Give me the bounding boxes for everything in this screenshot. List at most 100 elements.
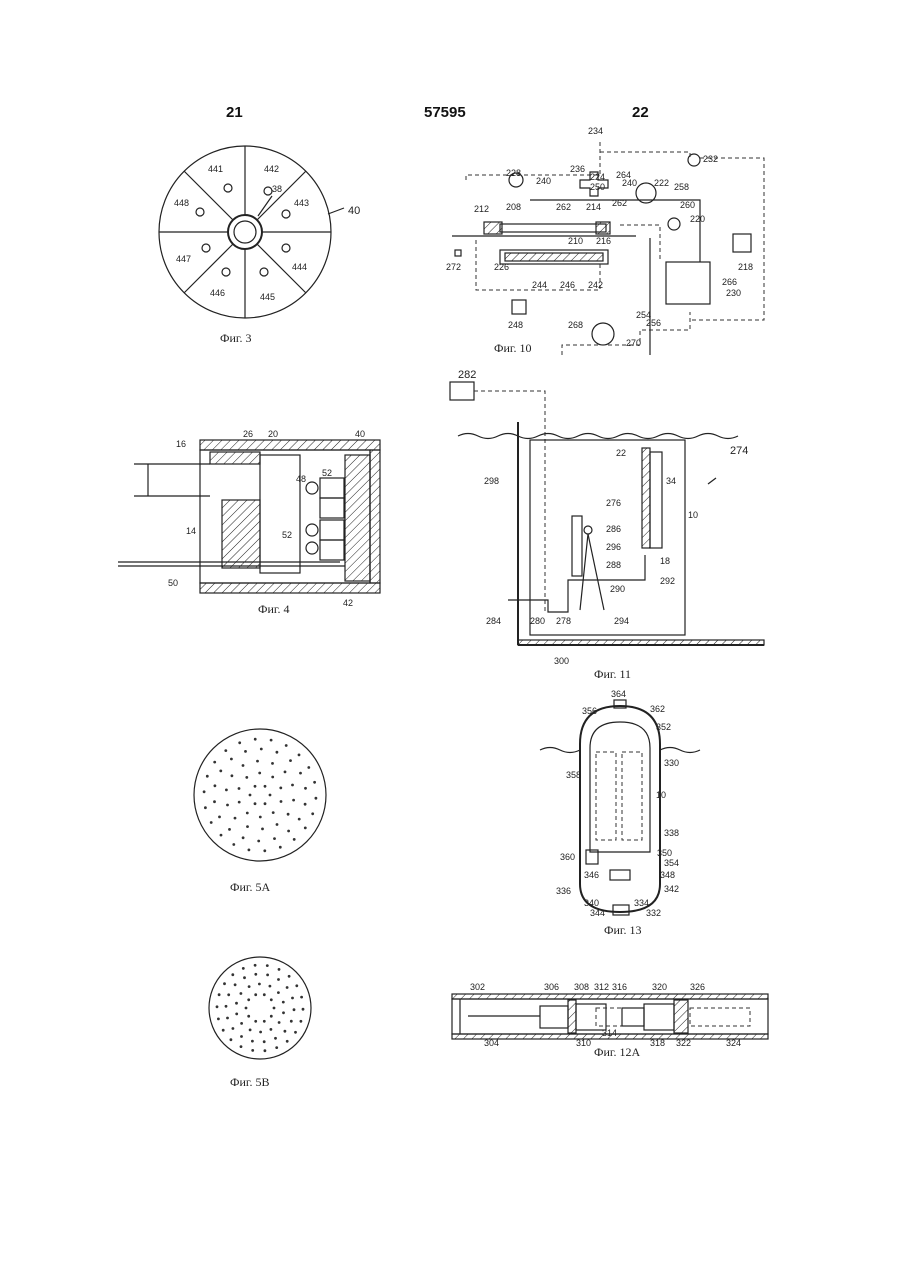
fig10-label: 236 xyxy=(570,164,585,174)
perforation-hole xyxy=(289,759,292,762)
perforation-hole xyxy=(223,982,226,985)
perforation-hole xyxy=(234,983,237,986)
fig10-label: 210 xyxy=(568,236,583,246)
fig10-label: 272 xyxy=(446,262,461,272)
perforation-hole xyxy=(248,985,251,988)
fig3-label: 40 xyxy=(348,205,360,217)
perforation-hole xyxy=(284,771,287,774)
perforation-hole xyxy=(206,775,209,778)
perforation-hole xyxy=(240,992,243,995)
perforation-hole xyxy=(246,825,249,828)
fig11-label: 288 xyxy=(606,560,621,570)
fig13-label: 354 xyxy=(664,858,679,868)
fig4-label: 42 xyxy=(343,598,353,608)
fig10-label: 260 xyxy=(680,200,695,210)
fig12a-label: 322 xyxy=(676,1038,691,1048)
fig3-label: 447 xyxy=(176,254,191,264)
perforation-hole xyxy=(251,1040,254,1043)
perforation-hole xyxy=(269,985,272,988)
perforation-hole xyxy=(278,968,281,971)
perforation-hole xyxy=(273,837,276,840)
fig12a-label: 314 xyxy=(602,1028,617,1038)
perforation-hole xyxy=(291,784,294,787)
fig12a-label: 316 xyxy=(612,982,627,992)
perforation-hole xyxy=(230,1038,233,1041)
perforation-hole xyxy=(254,802,257,805)
fig4-label: 52 xyxy=(282,530,292,540)
fig11-label: 296 xyxy=(606,542,621,552)
perforation-hole xyxy=(261,828,264,831)
perforation-hole xyxy=(271,776,274,779)
perforation-hole xyxy=(270,1028,273,1031)
perforation-hole xyxy=(279,787,282,790)
fig11-label: 278 xyxy=(556,616,571,626)
fig10-label: 268 xyxy=(568,320,583,330)
perforation-hole xyxy=(270,998,273,1001)
perforation-hole xyxy=(238,787,241,790)
perforation-hole xyxy=(254,738,257,741)
fig13-label: 344 xyxy=(590,908,605,918)
fig13-label: 358 xyxy=(566,770,581,780)
perforation-hole xyxy=(243,976,246,979)
fig10-label: 270 xyxy=(626,338,641,348)
perforation-hole xyxy=(225,789,228,792)
perforation-hole xyxy=(257,840,260,843)
fig12a-label: 304 xyxy=(484,1038,499,1048)
perforation-hole xyxy=(307,766,310,769)
perforation-hole xyxy=(304,787,307,790)
perforation-holes xyxy=(203,738,318,852)
perforation-hole xyxy=(269,794,272,797)
perforation-hole xyxy=(313,781,316,784)
fig10-label: 220 xyxy=(690,214,705,224)
perforation-hole xyxy=(272,811,275,814)
fig10-label: 244 xyxy=(532,280,547,290)
figure-12a-tube: 302 306 308 312 316 320 326 304 310 314 … xyxy=(452,982,768,1059)
perforation-hole xyxy=(264,785,267,788)
figure-13-vessel: 364 356 362 352 330 358 10 338 360 350 3… xyxy=(540,689,700,937)
perforation-hole xyxy=(238,741,241,744)
perforation-hole xyxy=(282,1001,285,1004)
fig11-label: 282 xyxy=(458,369,476,381)
perforation-hole xyxy=(234,817,237,820)
fig11-label: 290 xyxy=(610,584,625,594)
perforation-hole xyxy=(290,1020,293,1023)
fig4-label: 20 xyxy=(268,429,278,439)
perforation-hole xyxy=(260,748,263,751)
perforation-hole xyxy=(258,983,261,986)
perforation-hole xyxy=(304,827,307,830)
perforation-hole xyxy=(264,1049,267,1052)
perforation-hole xyxy=(214,784,217,787)
perforation-hole xyxy=(304,803,307,806)
perforation-hole xyxy=(300,1020,303,1023)
perforation-hole xyxy=(238,801,241,804)
fig13-label: 334 xyxy=(634,898,649,908)
fig11-label: 300 xyxy=(554,656,569,666)
fig13-label: 342 xyxy=(664,884,679,894)
fig12a-label: 308 xyxy=(574,982,589,992)
perforation-hole xyxy=(218,816,221,819)
fig10-label: 256 xyxy=(646,318,661,328)
fig10-label: 216 xyxy=(596,236,611,246)
perforation-hole xyxy=(300,996,303,999)
fig12a-label: 310 xyxy=(576,1038,591,1048)
fig11-label: 18 xyxy=(660,556,670,566)
perforation-hole xyxy=(227,993,230,996)
perforation-hole xyxy=(230,758,233,761)
perforation-hole xyxy=(219,770,222,773)
perforation-hole xyxy=(275,1046,278,1049)
perforation-hole xyxy=(217,1018,220,1021)
perforation-hole xyxy=(225,1005,228,1008)
fig11-label: 274 xyxy=(730,445,748,457)
fig12a-label: 326 xyxy=(690,982,705,992)
perforation-hole xyxy=(270,739,273,742)
perforation-hole xyxy=(213,800,216,803)
perforation-hole xyxy=(294,1031,297,1034)
fig12a-label: 312 xyxy=(594,982,609,992)
perforation-hole xyxy=(232,1027,235,1030)
fig11-label: 276 xyxy=(606,498,621,508)
perforation-hole xyxy=(287,830,290,833)
fig3-label: 442 xyxy=(264,164,279,174)
perforation-hole xyxy=(271,762,274,765)
perforation-hole xyxy=(279,846,282,849)
perforation-hole xyxy=(244,750,247,753)
